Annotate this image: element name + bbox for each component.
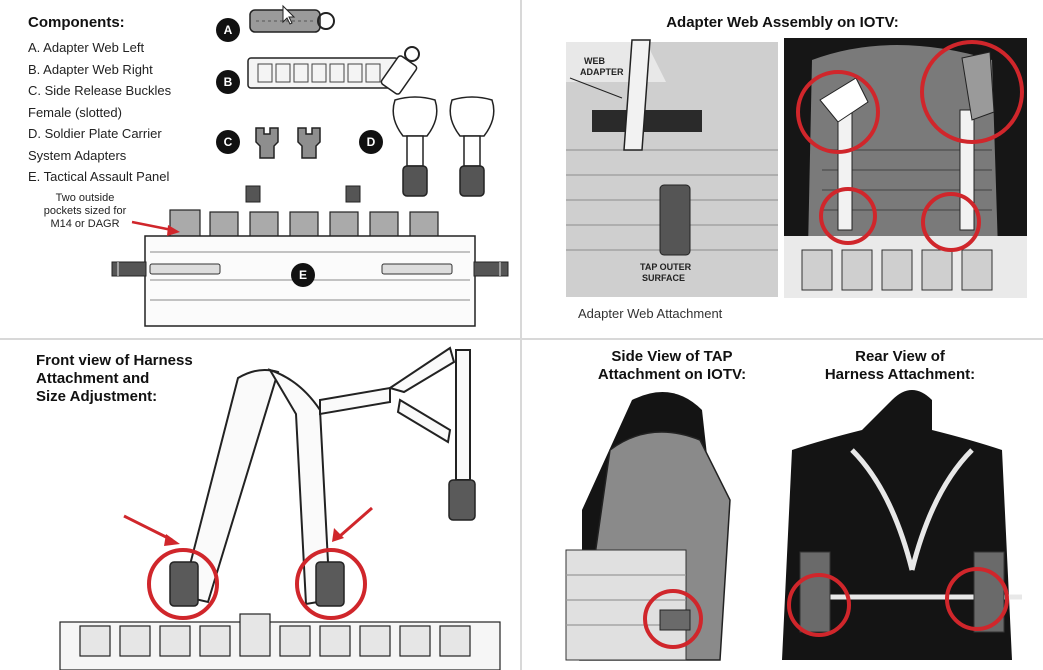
side-rear-illustration xyxy=(565,390,1022,661)
component-item-d-cont: System Adapters xyxy=(28,147,127,163)
component-item-a: A. Adapter Web Left xyxy=(28,40,145,55)
harness-straps-drawing xyxy=(180,346,471,606)
rear-view-drawing xyxy=(782,390,1022,660)
assembly-panel: Adapter Web Assembly on IOTV: WEB ADAPTE… xyxy=(522,0,1043,338)
cursor-icon xyxy=(282,4,296,25)
front-view-panel: Front view of Harness Attachment and Siz… xyxy=(0,340,520,670)
highlight-circles xyxy=(796,40,1024,252)
highlight-circles xyxy=(147,548,367,620)
assembly-title: Adapter Web Assembly on IOTV: xyxy=(666,14,899,31)
front-view-illustration xyxy=(59,346,501,670)
component-item-c-cont: Female (slotted) xyxy=(28,104,122,120)
badge-e: E xyxy=(291,263,315,287)
iotv-front-drawing xyxy=(784,38,1027,298)
components-illustration xyxy=(111,4,509,327)
side-rear-panel: Side View of TAP Attachment on IOTV: Rea… xyxy=(522,340,1043,670)
adapter-web-left-drawing xyxy=(249,9,335,33)
rear-highlight-circles xyxy=(787,567,1009,637)
front-view-title: Front view of Harness Attachment and Siz… xyxy=(36,352,193,405)
component-item-e: E. Tactical Assault Panel xyxy=(28,169,170,184)
component-item-c: C. Side Release Buckles xyxy=(28,83,172,98)
pocket-note: Two outside pockets sized for M14 or DAG… xyxy=(43,192,127,230)
components-list: A. Adapter Web Left B. Adapter Web Right… xyxy=(28,37,171,188)
badge-a: A xyxy=(216,18,240,42)
adapter-web-detail-drawing xyxy=(566,39,778,297)
tactical-assault-panel-drawing xyxy=(111,185,509,327)
component-item-d: D. Soldier Plate Carrier xyxy=(28,126,162,141)
panel-pockets-drawing xyxy=(59,613,501,670)
harness-buckles-drawing xyxy=(169,479,476,607)
tap-surface-callout: TAP OUTER xyxy=(640,262,692,272)
red-arrows xyxy=(123,506,373,542)
components-panel: Components: A. Adapter Web Left B. Adapt… xyxy=(0,0,520,338)
web-adapter-callout: WEB xyxy=(584,56,605,66)
side-view-drawing xyxy=(565,392,731,661)
components-title: Components: xyxy=(28,14,125,31)
adapter-web-right-drawing xyxy=(247,46,420,95)
pocket-arrow xyxy=(131,220,173,232)
badge-c: C xyxy=(216,130,240,154)
svg-text:ADAPTER: ADAPTER xyxy=(580,67,624,77)
component-item-b: B. Adapter Web Right xyxy=(28,61,153,77)
buckles-drawing xyxy=(255,127,321,159)
badge-b: B xyxy=(216,70,240,94)
badge-d: D xyxy=(359,130,383,154)
side-view-title: Side View of TAP Attachment on IOTV: xyxy=(597,348,747,383)
assembly-caption: Adapter Web Attachment xyxy=(578,306,723,321)
rear-view-title: Rear View of Harness Attachment: xyxy=(824,348,976,383)
plate-carrier-adapters-drawing xyxy=(392,96,495,197)
vertical-divider xyxy=(520,0,522,670)
assembly-illustration: WEB ADAPTER TAP OUTER SURFACE xyxy=(566,38,1027,298)
svg-text:SURFACE: SURFACE xyxy=(642,273,685,283)
side-highlight-circle xyxy=(643,589,703,649)
